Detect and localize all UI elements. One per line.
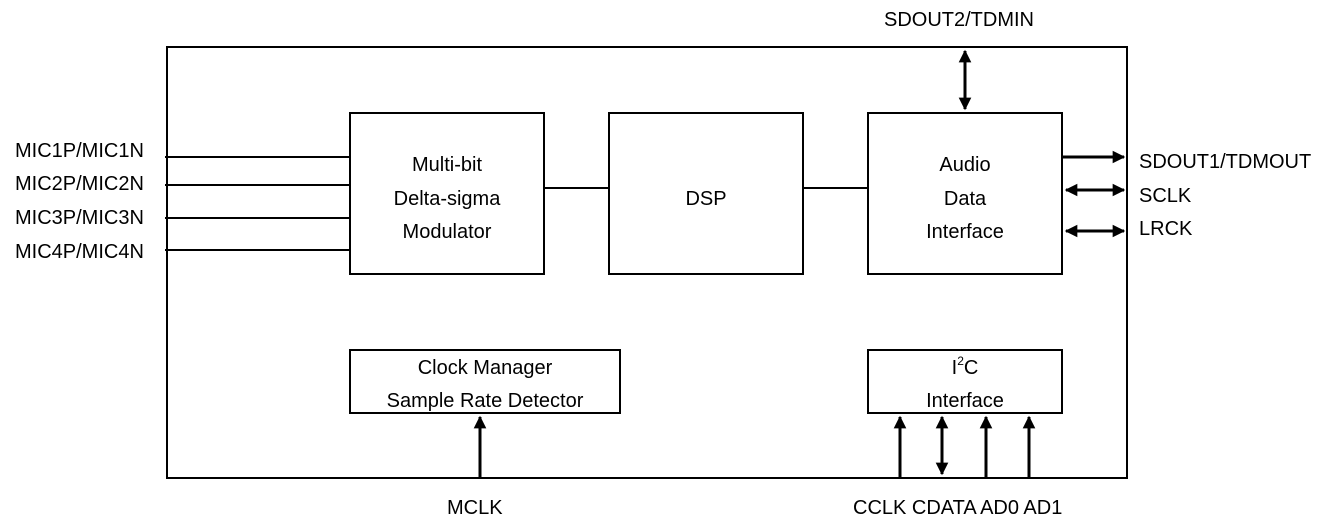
audio-interface-label-2: Data [944, 188, 987, 210]
modulator-label-2: Delta-sigma [394, 188, 502, 210]
dsp-label: DSP [685, 188, 726, 210]
clock-manager-label-1: Clock Manager [418, 357, 553, 379]
audio-interface-label-1: Audio [939, 154, 990, 176]
right-label-background [1130, 140, 1326, 242]
modulator-block [349, 112, 545, 275]
left-label-background [0, 133, 165, 266]
i2c-block [867, 349, 1063, 414]
lrck-label: LRCK [1139, 218, 1193, 240]
top-label-background [868, 4, 1060, 36]
mic2-label: MIC2P/MIC2N [15, 173, 144, 195]
i2c-c: C [964, 357, 978, 379]
control-pins-label: CCLK CDATA AD0 AD1 [853, 497, 1062, 519]
i2c-i: I [952, 357, 958, 379]
modulator-label-1: Multi-bit [412, 154, 482, 176]
modulator-label-3: Modulator [403, 221, 492, 243]
i2c-label-2: Interface [926, 390, 1004, 412]
sdout2-label: SDOUT2/TDMIN [884, 9, 1034, 31]
sclk-label: SCLK [1139, 185, 1192, 207]
mic1-label: MIC1P/MIC1N [15, 140, 144, 162]
mic4-label: MIC4P/MIC4N [15, 241, 144, 263]
mclk-label: MCLK [447, 497, 503, 519]
i2c-label-1: I2C [952, 354, 979, 379]
i2c-sup: 2 [957, 354, 964, 368]
mic3-label: MIC3P/MIC3N [15, 207, 144, 229]
control-label-background [845, 489, 1073, 525]
audio-interface-block [867, 112, 1063, 275]
chip-outline [166, 46, 1128, 479]
mclk-label-background [436, 489, 524, 525]
clock-manager-label-2: Sample Rate Detector [387, 390, 584, 412]
sdout1-label: SDOUT1/TDMOUT [1139, 151, 1311, 173]
audio-interface-label-3: Interface [926, 221, 1004, 243]
dsp-block [608, 112, 804, 275]
clock-manager-block [349, 349, 621, 414]
